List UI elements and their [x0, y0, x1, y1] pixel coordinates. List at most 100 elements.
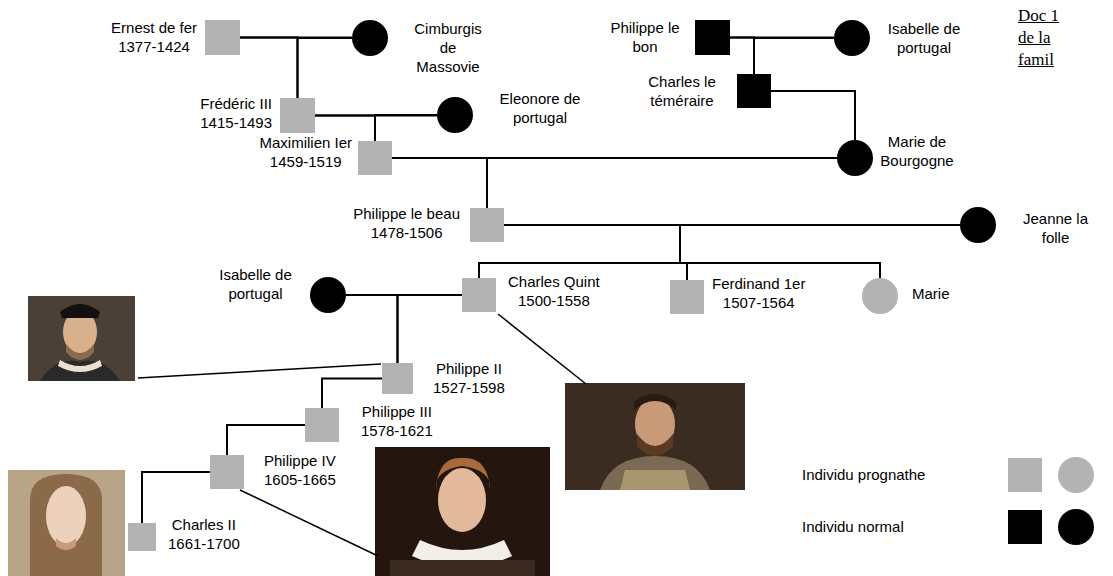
descent-line: [346, 295, 398, 363]
person-name: Cimburgis de Massovie: [408, 19, 488, 76]
descent-line: [680, 225, 960, 278]
leader-line: [240, 490, 378, 556]
person-name: Marie de Bourgogne: [877, 132, 957, 170]
male-individual: Philippe IV1605-1665: [210, 455, 244, 489]
descent-line: [504, 225, 687, 280]
name-block: Philippe IV1605-1665: [264, 451, 336, 489]
descent-line: [298, 38, 353, 98]
circle-shape: [837, 140, 873, 176]
name-block: Ferdinand 1er1507-1564: [712, 274, 805, 312]
name-block: Frédéric III1415-1493: [200, 94, 272, 132]
male-individual: Frédéric III1415-1493: [280, 98, 315, 133]
male-individual: Philippe III1578-1621: [305, 408, 339, 442]
male-individual: Maximilien Ier1459-1519: [358, 141, 392, 175]
name-block: Jeanne la folle: [1018, 209, 1093, 247]
descent-line: [754, 38, 834, 74]
circle-shape: [352, 20, 388, 56]
leader-line: [498, 314, 586, 384]
leader-line: [138, 364, 381, 378]
person-name: Charles le téméraire: [637, 72, 727, 110]
legend-swatch: [1058, 509, 1094, 545]
life-dates: 1478-1506: [353, 223, 460, 242]
female-individual: Eleonore de portugal: [437, 97, 473, 133]
person-name: Isabelle de portugal: [213, 265, 298, 303]
legend-text: Individu prognathe: [802, 466, 925, 483]
female-individual: Marie de Bourgogne: [837, 140, 873, 176]
male-individual: Charles II1661-1700: [128, 523, 156, 551]
descent-line: [142, 472, 210, 523]
circle-fill: [437, 97, 473, 133]
legend-swatch: [1008, 458, 1042, 492]
document-heading: famil: [1018, 50, 1054, 70]
legend-swatch: [1008, 510, 1042, 544]
portrait: [28, 296, 135, 381]
document-heading: de la: [1018, 28, 1051, 48]
descent-line: [680, 225, 960, 280]
life-dates: 1661-1700: [168, 534, 240, 553]
circle-shape: [960, 207, 996, 243]
document-heading: Doc 1: [1018, 6, 1059, 26]
name-block: Isabelle de portugal: [213, 265, 298, 303]
name-block: Philippe II1527-1598: [433, 359, 505, 397]
circle-shape: [437, 97, 473, 133]
male-individual: Philippe II1527-1598: [382, 363, 413, 394]
portrait: [8, 470, 125, 576]
portrait: [565, 383, 745, 490]
legend-text: Individu normal: [802, 518, 904, 535]
descent-line: [375, 115, 437, 141]
life-dates: 1605-1665: [264, 470, 336, 489]
circle-fill: [834, 20, 870, 56]
descent-line: [487, 158, 837, 208]
descent-line: [479, 225, 960, 278]
name-block: Philippe le bon: [605, 18, 685, 56]
circle-shape: [310, 277, 346, 313]
person-name: Philippe le bon: [605, 18, 685, 56]
name-block: Charles le téméraire: [637, 72, 727, 110]
name-block: Ernest de fer1377-1424: [111, 18, 197, 56]
female-individual: Cimburgis de Massovie: [352, 20, 388, 56]
circle-fill: [960, 207, 996, 243]
circle-fill: [352, 20, 388, 56]
descent-line: [730, 38, 754, 75]
male-individual: Philippe le beau1478-1506: [470, 208, 504, 242]
life-dates: 1578-1621: [361, 421, 433, 440]
name-block: Cimburgis de Massovie: [408, 19, 488, 76]
life-dates: 1507-1564: [712, 293, 805, 312]
female-individual: Isabelle de portugal: [310, 277, 346, 313]
portrait: [375, 447, 550, 576]
person-name: Isabelle de portugal: [884, 19, 964, 57]
female-individual: Isabelle de portugal: [834, 20, 870, 56]
name-block: Marie de Bourgogne: [877, 132, 957, 170]
name-block: Maximilien Ier1459-1519: [259, 133, 352, 171]
name-block: Isabelle de portugal: [884, 19, 964, 57]
person-name: Philippe le beau: [353, 204, 460, 223]
person-name: Jeanne la folle: [1018, 209, 1093, 247]
life-dates: 1527-1598: [433, 378, 505, 397]
person-name: Marie: [912, 284, 950, 303]
descent-line: [479, 225, 680, 278]
name-block: Philippe III1578-1621: [361, 402, 433, 440]
name-block: Marie: [912, 284, 950, 303]
life-dates: 1415-1493: [200, 113, 272, 132]
female-individual: Jeanne la folle: [960, 207, 996, 243]
person-name: Philippe II: [433, 359, 505, 378]
descent-line: [240, 38, 298, 99]
descent-line: [771, 91, 855, 140]
circle-shape: [862, 278, 898, 314]
person-name: Ernest de fer: [111, 18, 197, 37]
name-block: Charles Quint1500-1558: [508, 272, 600, 310]
descent-line: [392, 158, 487, 208]
descent-line: [504, 225, 880, 278]
male-individual: Charles Quint1500-1558: [462, 278, 496, 312]
male-individual: Charles le téméraire: [737, 74, 771, 108]
descent-line: [227, 425, 305, 455]
name-block: Philippe le beau1478-1506: [353, 204, 460, 242]
male-individual: Ferdinand 1er1507-1564: [670, 280, 704, 314]
life-dates: 1500-1558: [508, 291, 600, 310]
circle-fill: [310, 277, 346, 313]
circle-fill: [837, 140, 873, 176]
circle-fill: [862, 278, 898, 314]
person-name: Philippe IV: [264, 451, 336, 470]
name-block: Eleonore de portugal: [495, 89, 585, 127]
person-name: Ferdinand 1er: [712, 274, 805, 293]
